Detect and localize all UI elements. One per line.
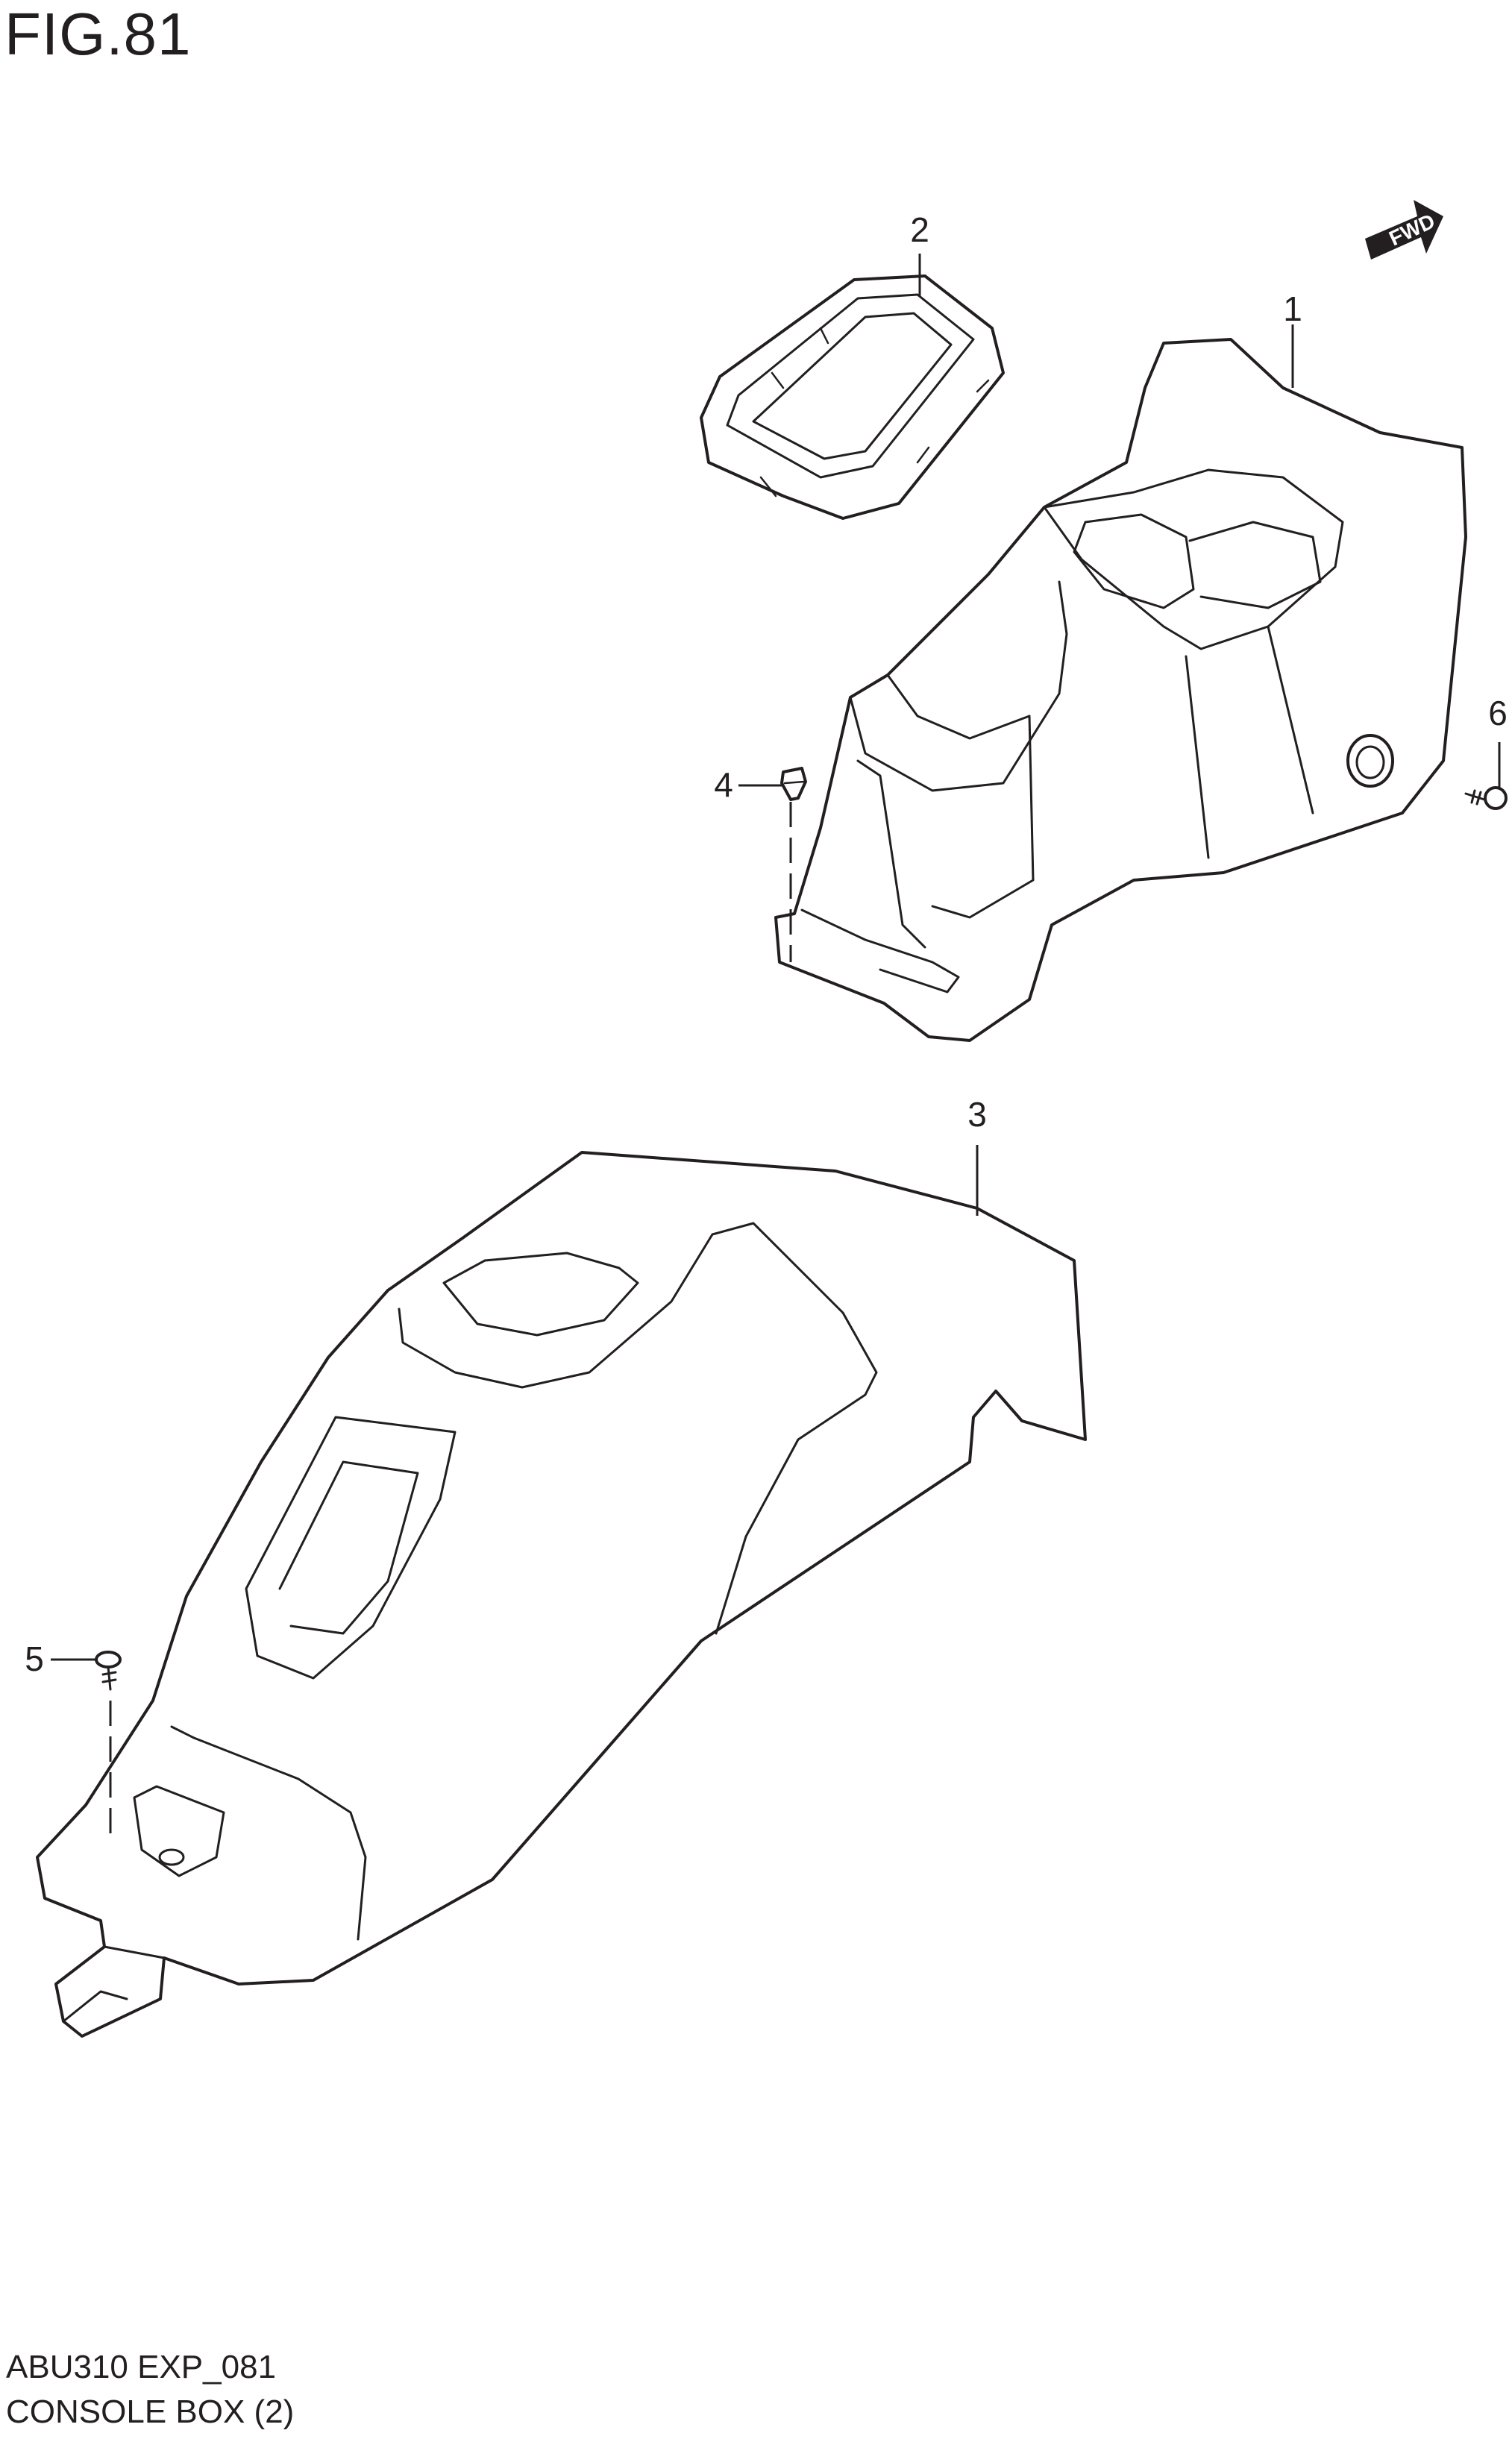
callout-5: 5 (25, 1639, 44, 1678)
drawing-code: ABU310 EXP_081 (6, 2349, 277, 2385)
part-4-clip-icon (780, 767, 807, 801)
callout-2: 2 (910, 210, 929, 249)
part-3-console-rear-drawing (36, 1151, 1087, 2038)
fwd-arrow-icon: FWD (1365, 200, 1443, 260)
callout-4: 4 (714, 765, 733, 804)
callout-1: 1 (1283, 289, 1302, 328)
figure-title: FIG.81 (4, 1, 192, 67)
callout-6: 6 (1488, 694, 1508, 732)
part-1-console-front-drawing (774, 338, 1467, 1042)
callout-3: 3 (967, 1095, 987, 1134)
leader-lines (51, 254, 1501, 1835)
part-5-screw-icon (95, 1651, 122, 1691)
part-2-bezel-drawing (700, 274, 1005, 520)
drawing-description: CONSOLE BOX (2) (6, 2394, 295, 2430)
part-6-screw-icon (1464, 786, 1508, 810)
